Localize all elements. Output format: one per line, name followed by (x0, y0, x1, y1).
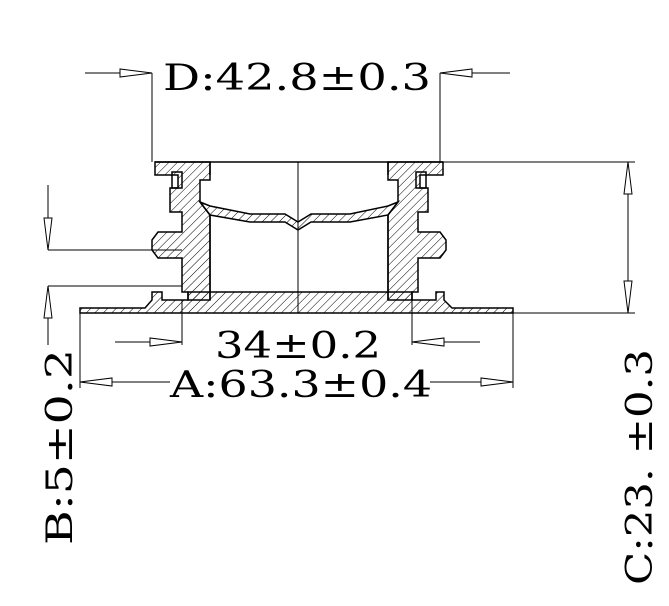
inner-cup (197, 200, 401, 231)
dimension-inner: 34±0.2 (215, 326, 381, 367)
dimension-lines (43, 68, 635, 388)
dimension-d: D:42.8±0.3 (163, 58, 431, 99)
dimension-b: B:5±0.2 (40, 349, 81, 545)
part-body (79, 161, 514, 314)
left-wall (151, 161, 211, 301)
base-flange (79, 291, 514, 314)
dimension-a: A:63.3±0.4 (169, 365, 432, 406)
dimension-c: C:23. ±0.3 (620, 349, 661, 585)
right-wall (387, 161, 447, 301)
